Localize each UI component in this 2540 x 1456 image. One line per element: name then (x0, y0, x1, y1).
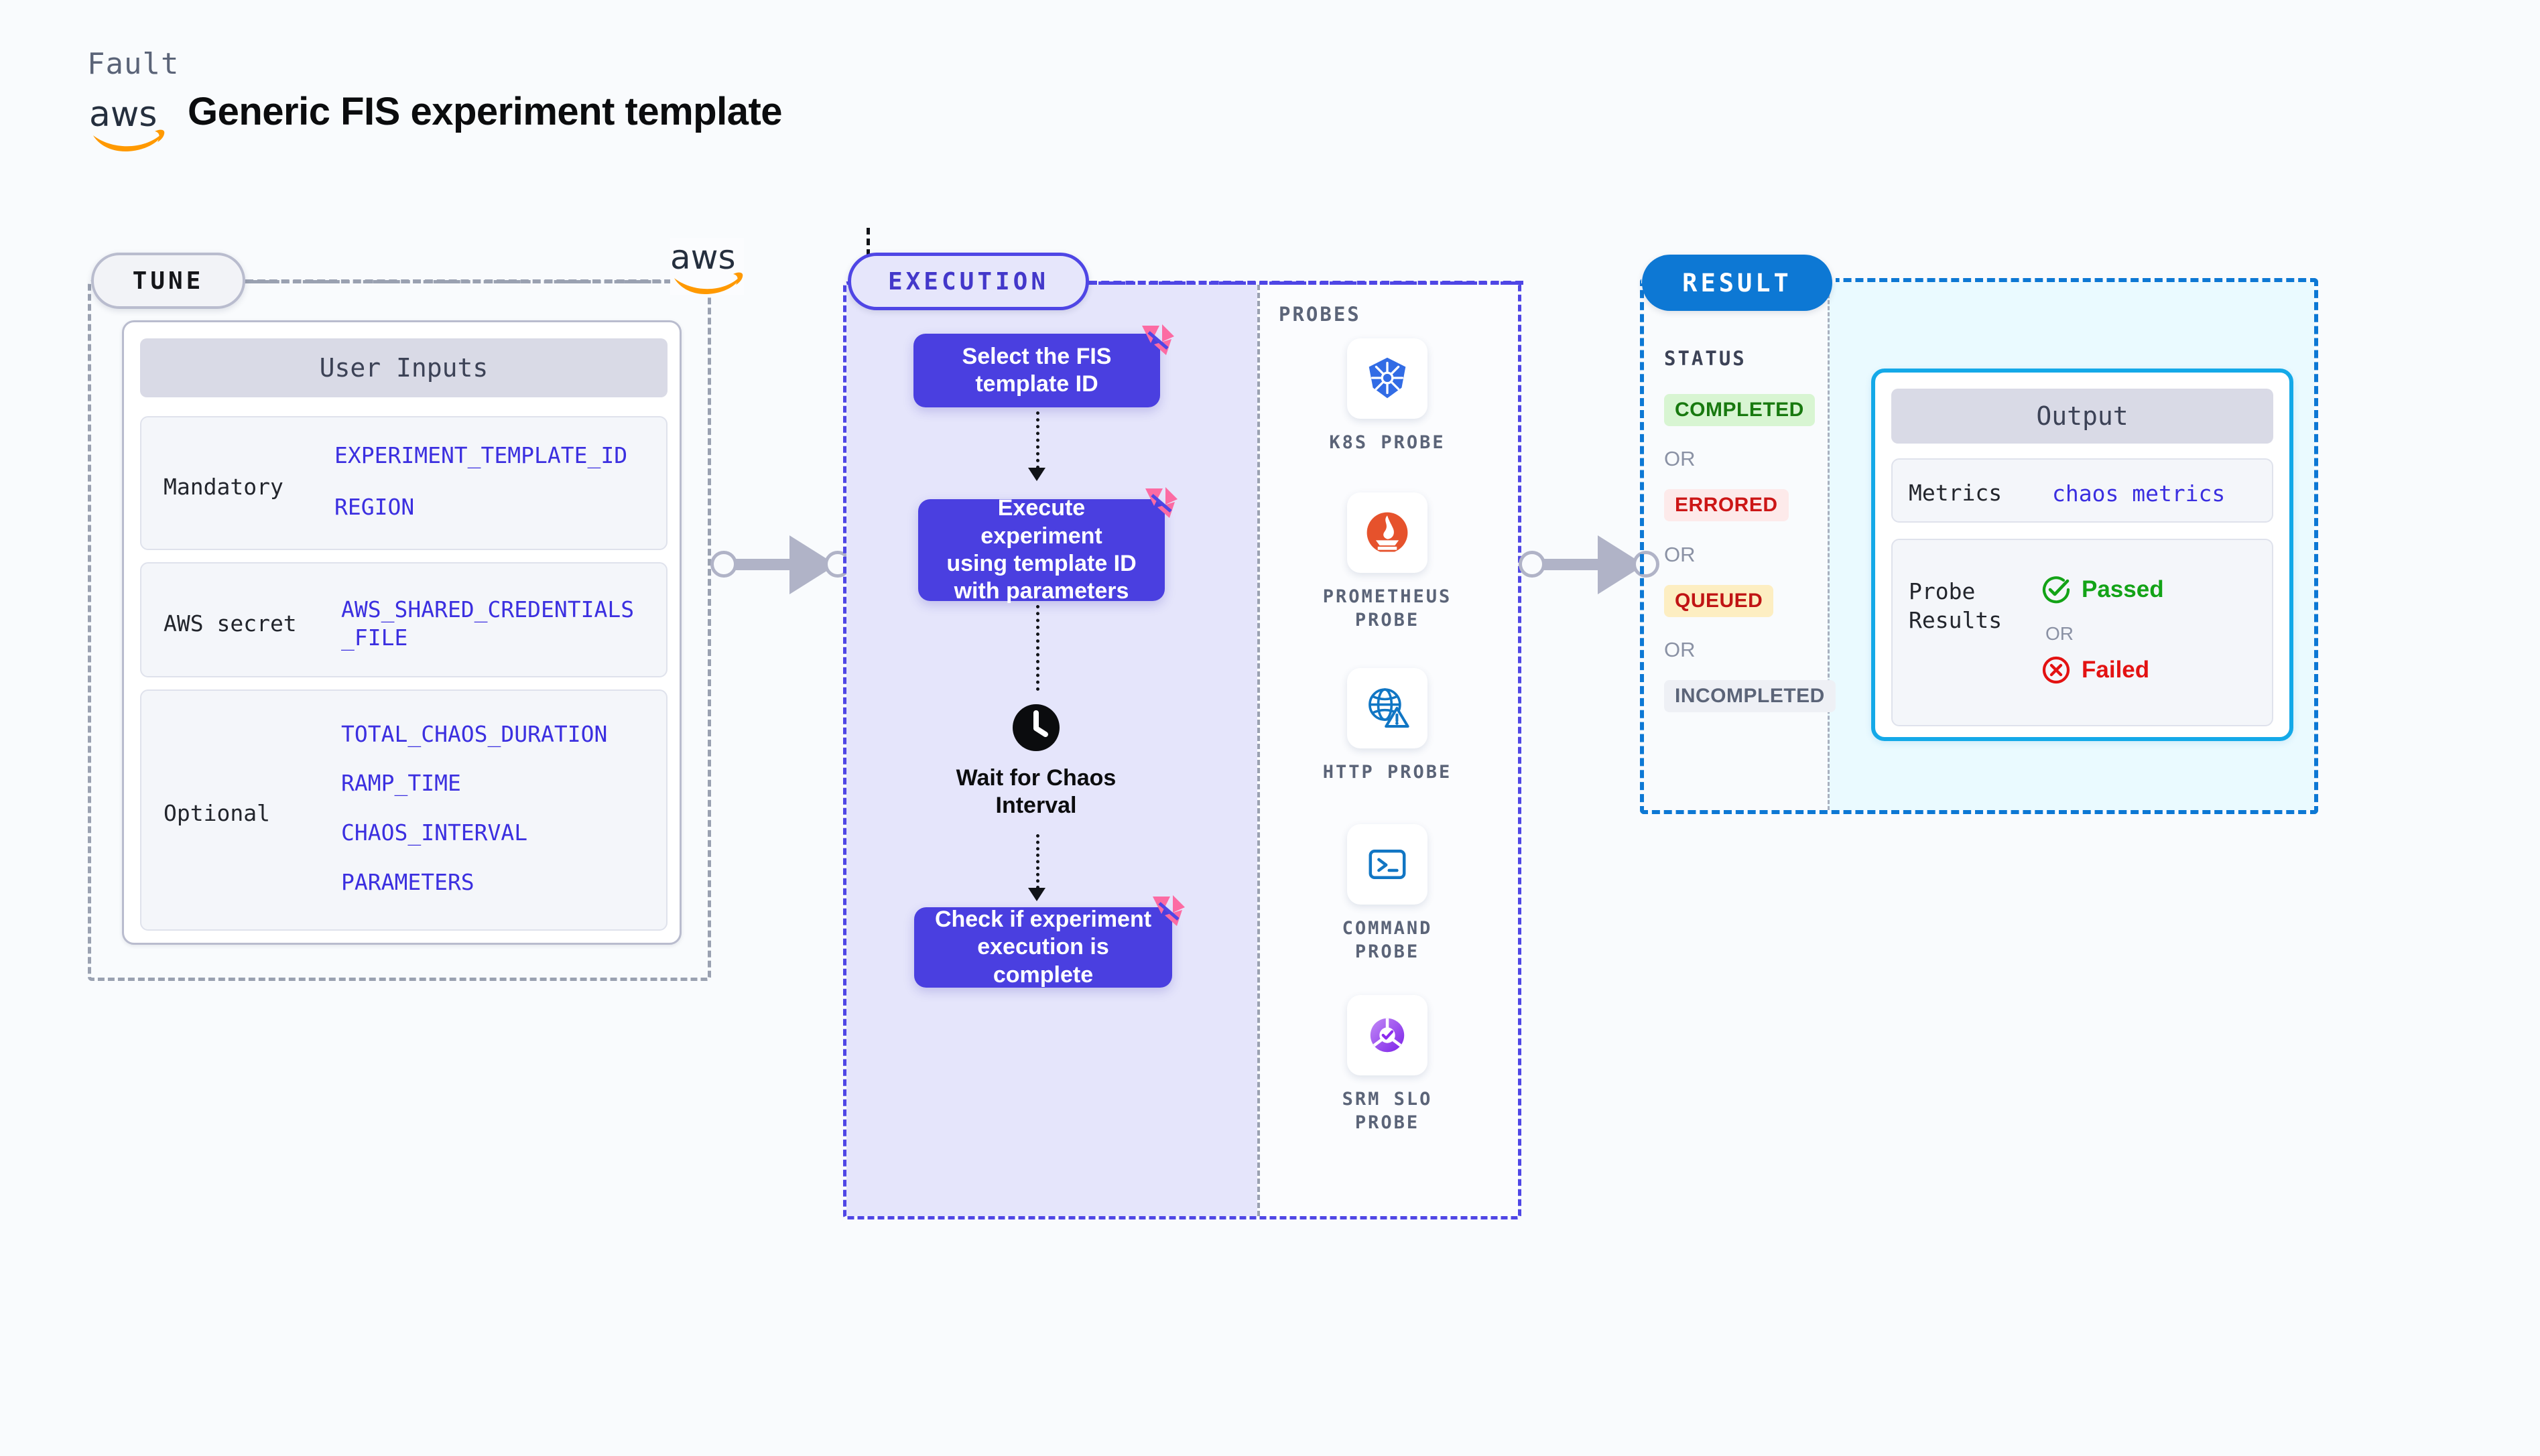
passed-label: Passed (2082, 576, 2164, 602)
probe-results-row: Probe Results Passed OR (1891, 539, 2273, 726)
execution-top-tick (867, 228, 870, 267)
optional-value-1: RAMP_TIME (341, 770, 461, 796)
failed-label: Failed (2082, 657, 2150, 683)
http-globe-warning-icon (1347, 668, 1427, 748)
probe-http[interactable]: HTTP PROBE (1310, 668, 1464, 784)
probe-prometheus[interactable]: PROMETHEUS PROBE (1310, 492, 1464, 632)
probe-srm-slo[interactable]: SRM SLO PROBE (1310, 995, 1464, 1134)
metrics-label: Metrics (1909, 480, 2003, 506)
probe-http-label: HTTP PROBE (1322, 762, 1452, 783)
svg-text:aws: aws (89, 94, 157, 135)
probe-result-or: OR (2045, 623, 2074, 644)
aws-secret-box: AWS secret AWS_SHARED_CREDENTIALS _FILE (140, 562, 668, 677)
flow-arrow-1 (1028, 468, 1045, 481)
result-badge[interactable]: RESULT (1642, 255, 1832, 311)
clock-icon (1012, 704, 1060, 755)
probes-title: PROBES (1279, 303, 1361, 326)
user-inputs-title: User Inputs (140, 338, 668, 397)
tune-aws-logo: aws (670, 238, 744, 295)
probe-command-label: COMMAND PROBE (1342, 918, 1433, 963)
metrics-value: chaos metrics (2052, 480, 2226, 507)
flow-arrow-3 (1028, 888, 1045, 901)
status-title: STATUS (1664, 347, 1747, 370)
step-check-complete[interactable]: Check if experiment execution is complet… (914, 907, 1172, 988)
probe-results-label: Probe Results (1909, 578, 2003, 633)
optional-value-0: TOTAL_CHAOS_DURATION (341, 721, 608, 747)
result-region (1640, 278, 2318, 814)
output-card: Output Metrics chaos metrics Probe Resul… (1871, 369, 2293, 741)
mandatory-value-0: EXPERIMENT_TEMPLATE_ID (334, 442, 628, 468)
mandatory-box: Mandatory EXPERIMENT_TEMPLATE_ID REGION (140, 416, 668, 550)
flow-link-3 (1036, 834, 1039, 889)
harness-marker-icon-3 (1150, 892, 1188, 930)
probe-prometheus-label: PROMETHEUS PROBE (1322, 586, 1452, 631)
execution-fill (846, 285, 1257, 1216)
srm-slo-icon (1347, 995, 1427, 1075)
connector-execution-to-result (1519, 535, 1659, 594)
x-circle-icon (2041, 655, 2071, 685)
result-status-output-divider (1828, 282, 1830, 810)
optional-label: Optional (164, 800, 270, 826)
optional-box: Optional TOTAL_CHAOS_DURATION RAMP_TIME … (140, 689, 668, 931)
metrics-row: Metrics chaos metrics (1891, 458, 2273, 523)
aws-secret-label: AWS secret (164, 610, 297, 637)
status-or-3: OR (1664, 638, 1696, 661)
page-title: Generic FIS experiment template (188, 90, 783, 133)
mandatory-value-1: REGION (334, 494, 415, 520)
status-badge-incompleted: INCOMPLETED (1664, 680, 1836, 712)
status-or-2: OR (1664, 543, 1696, 566)
tune-badge[interactable]: TUNE (91, 253, 245, 309)
status-badge-errored: ERRORED (1664, 489, 1789, 521)
svg-text:aws: aws (670, 238, 736, 277)
probe-result-failed: Failed (2041, 655, 2149, 685)
mandatory-label: Mandatory (164, 474, 283, 500)
wait-chaos-label: Wait for Chaos Interval (956, 765, 1117, 818)
execution-badge[interactable]: EXECUTION (848, 253, 1089, 310)
aws-secret-value-0: AWS_SHARED_CREDENTIALS _FILE (341, 596, 635, 651)
prometheus-icon (1347, 492, 1427, 573)
user-inputs-card: User Inputs Mandatory EXPERIMENT_TEMPLAT… (122, 320, 682, 945)
optional-value-3: PARAMETERS (341, 869, 474, 895)
terminal-icon (1347, 824, 1427, 905)
check-circle-icon (2041, 575, 2071, 604)
step-execute-experiment[interactable]: Execute experiment using template ID wit… (918, 495, 1165, 604)
status-badge-queued: QUEUED (1664, 585, 1774, 617)
header-eyebrow: Fault (87, 47, 180, 81)
probe-srm-slo-label: SRM SLO PROBE (1342, 1089, 1433, 1134)
execution-dashed-connector (1089, 281, 1523, 285)
optional-value-2: CHAOS_INTERVAL (341, 819, 528, 846)
flow-link-1 (1036, 411, 1039, 469)
status-or-1: OR (1664, 447, 1696, 470)
execution-probes-divider (1257, 285, 1260, 1216)
probe-k8s[interactable]: K8S PROBE (1310, 338, 1464, 454)
probe-command[interactable]: COMMAND PROBE (1310, 824, 1464, 964)
step-select-template[interactable]: Select the FIS template ID (913, 334, 1160, 407)
kubernetes-icon (1347, 338, 1427, 419)
step-wait-chaos-interval: Wait for Chaos Interval (948, 704, 1124, 819)
tune-dashed-connector (245, 279, 684, 283)
flow-link-2 (1036, 605, 1039, 691)
probe-k8s-label: K8S PROBE (1329, 432, 1446, 453)
connector-tune-to-execution (710, 535, 851, 594)
status-badge-completed: COMPLETED (1664, 394, 1815, 426)
aws-logo: aws (88, 94, 168, 153)
output-title: Output (1891, 389, 2273, 444)
probe-result-passed: Passed (2041, 575, 2164, 604)
harness-marker-icon-2 (1143, 484, 1180, 522)
harness-marker-icon (1139, 322, 1177, 359)
